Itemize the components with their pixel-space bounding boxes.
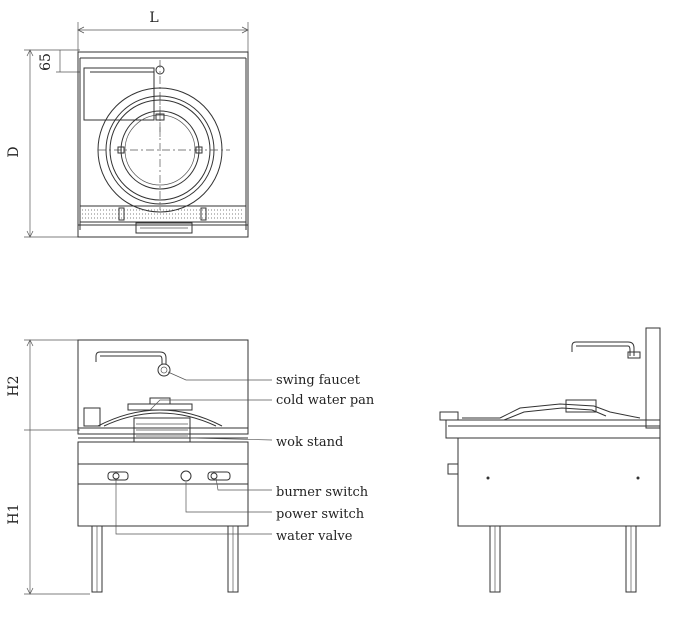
- dimension-length-label: L: [149, 10, 158, 26]
- callout-wok-stand: wok stand: [276, 435, 343, 450]
- dimension-h1-label: H1: [6, 503, 22, 524]
- top-view: L D 65: [6, 10, 249, 238]
- callout-water-valve: water valve: [276, 529, 353, 544]
- dimension-h2-label: H2: [6, 375, 22, 396]
- dimension-offset-label: 65: [38, 53, 54, 71]
- front-view: H2 H1: [6, 339, 375, 595]
- side-view: [439, 327, 661, 593]
- callout-cold-water-pan: cold water pan: [276, 393, 375, 408]
- callout-burner-switch: burner switch: [276, 485, 369, 500]
- callout-swing-faucet: swing faucet: [276, 373, 361, 388]
- dimension-depth-label: D: [6, 146, 22, 157]
- callout-power-switch: power switch: [276, 507, 365, 522]
